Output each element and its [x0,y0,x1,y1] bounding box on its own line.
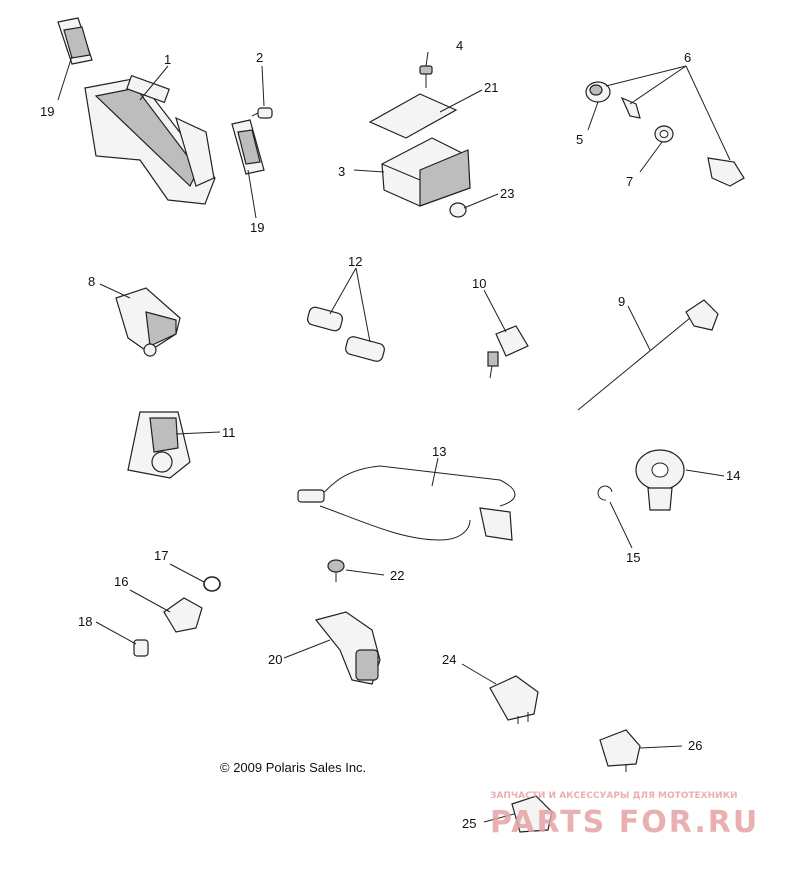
callout-7: 7 [626,174,633,189]
callout-16: 16 [114,574,128,589]
part-22-screw [327,559,345,582]
watermark: ЗАПЧАСТИ И АКСЕССУАРЫ ДЛЯ МОТОТЕХНИКИ PA… [490,791,759,840]
callout-1: 1 [164,52,171,67]
callout-8: 8 [88,274,95,289]
callout-10: 10 [472,276,486,291]
callout-2: 2 [256,50,263,65]
part-24-relay [489,675,539,724]
callout-4: 4 [456,38,463,53]
part-4-screw [419,65,433,88]
part-1-ecu [84,74,216,205]
part-11-tps [127,411,191,479]
part-15-ring [597,485,613,501]
callout-14: 14 [726,468,740,483]
callout-13: 13 [432,444,446,459]
part-23-grommet [449,202,467,218]
copyright-text: © 2009 Polaris Sales Inc. [220,760,366,775]
part-21-plate [368,93,458,139]
callout-5: 5 [576,132,583,147]
part-25-relay [511,795,553,833]
part-10-temp-sensor [487,325,529,379]
part-7-washer [654,125,674,143]
part-20-valve [314,611,381,685]
part-12-plugs [306,306,385,362]
part-13-o2-harness [297,465,516,541]
callout-9: 9 [618,294,625,309]
callout-11: 11 [222,425,236,440]
callout-21: 21 [484,80,498,95]
callout-22: 22 [390,568,404,583]
part-5-cap [585,81,611,103]
callout-25: 25 [462,816,476,831]
callout-18: 18 [78,614,92,629]
callout-15: 15 [626,550,640,565]
part-14-knock-sensor [635,449,685,511]
callout-20: 20 [268,652,282,667]
part-19-bracket-top [57,17,93,65]
callout-17: 17 [154,548,168,563]
watermark-tagline: ЗАПЧАСТИ И АКСЕССУАРЫ ДЛЯ МОТОТЕХНИКИ [490,791,738,801]
callout-6: 6 [684,50,691,65]
part-19-bracket-mid [231,119,265,175]
part-26-relay [599,729,641,772]
part-6-clip [620,96,641,119]
leader-lines [57,51,731,823]
callout-19-mid: 19 [250,220,264,235]
part-17-oring [203,576,221,592]
callout-labels: 1 2 3 4 5 6 7 8 9 10 11 12 13 14 15 16 1… [40,38,740,831]
part-8-map-sensor [115,287,181,357]
part-6-sensor [707,157,745,187]
part-2-bolt [251,107,273,119]
callout-24: 24 [442,652,456,667]
callout-23: 23 [500,186,514,201]
part-16-sensor [163,597,203,633]
callout-12: 12 [348,254,362,269]
callout-3: 3 [338,164,345,179]
callout-19-top: 19 [40,104,54,119]
part-9-probe [577,299,719,411]
watermark-brand: PARTS FOR.RU [490,805,759,840]
part-18-bolt [133,639,149,657]
callout-26: 26 [688,738,702,753]
part-3-control-box [381,137,471,207]
